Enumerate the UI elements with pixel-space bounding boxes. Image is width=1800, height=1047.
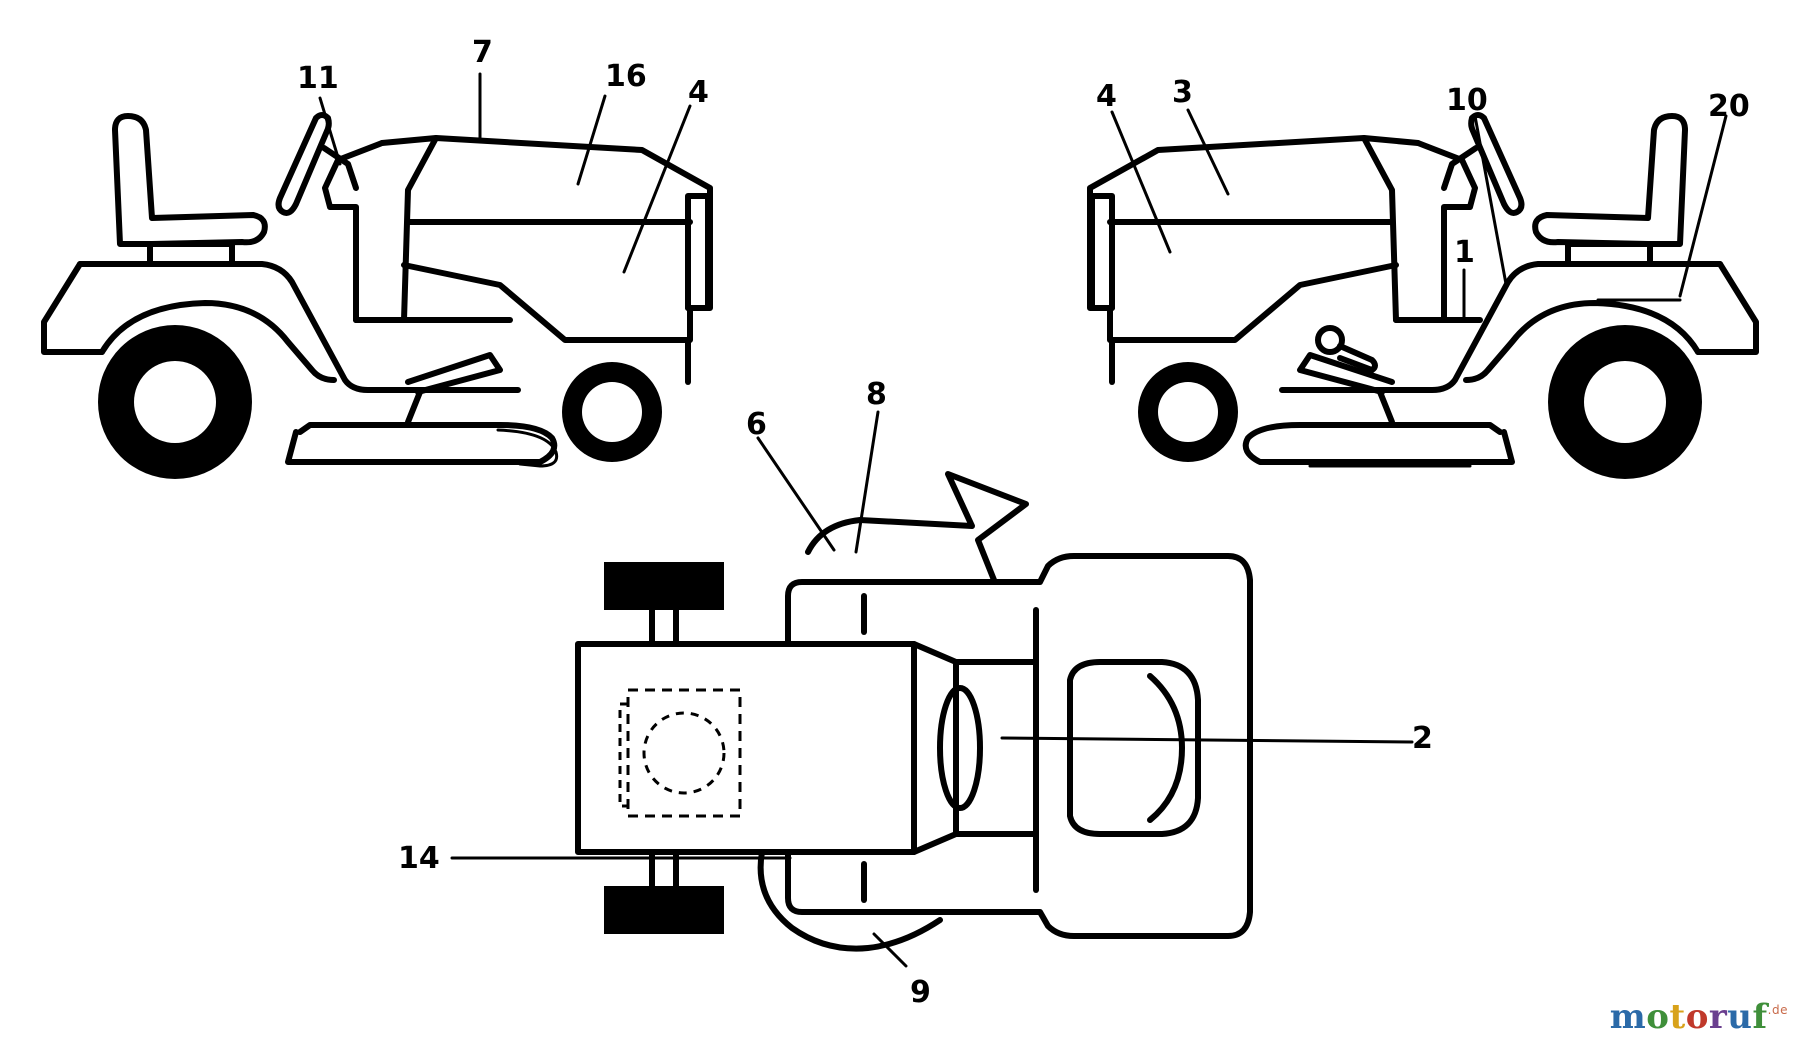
callouts-right-view: 4 3 10 20 1 [1096, 75, 1750, 270]
tractor-top-view [450, 410, 1414, 968]
callout-11: 11 [297, 61, 339, 96]
callout-1: 1 [1454, 235, 1475, 270]
tractor-left-side-view [41, 72, 713, 479]
watermark-letter: o [1685, 997, 1709, 1037]
watermark-letter: u [1727, 997, 1753, 1037]
watermark-suffix: .de [1767, 1003, 1788, 1017]
callout-14: 14 [398, 841, 440, 876]
callout-10: 10 [1446, 83, 1488, 118]
callout-4-right: 4 [1096, 79, 1117, 114]
callout-7: 7 [472, 35, 493, 70]
callouts-left-view: 11 7 16 4 [297, 35, 709, 110]
callout-4-left: 4 [688, 75, 709, 110]
callout-2: 2 [1412, 721, 1433, 756]
watermark-letter: r [1708, 997, 1728, 1037]
motoruf-watermark-logo: motoruf.de [1610, 997, 1788, 1037]
callout-9: 9 [910, 975, 931, 1010]
callout-8: 8 [866, 377, 887, 412]
callout-20: 20 [1708, 89, 1750, 124]
callouts-top-view: 8 6 2 14 9 [398, 377, 1433, 1010]
callout-6: 6 [746, 407, 767, 442]
callout-3: 3 [1172, 75, 1193, 110]
callout-16: 16 [605, 59, 647, 94]
watermark-letter: t [1669, 997, 1686, 1037]
tractor-right-side-view [1087, 108, 1759, 479]
watermark-letter: o [1646, 997, 1670, 1037]
watermark-letter: f [1752, 997, 1768, 1037]
watermark-letter: m [1609, 997, 1647, 1037]
